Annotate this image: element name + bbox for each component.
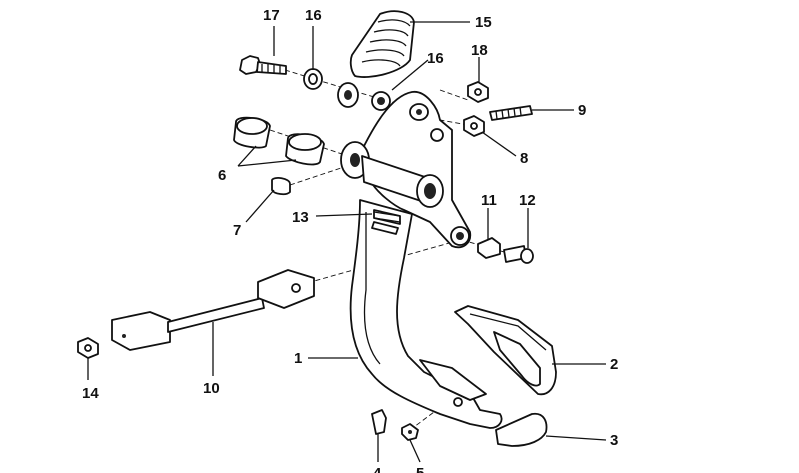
callout-5: 5 (416, 465, 424, 473)
callout-18: 18 (471, 42, 488, 59)
callout-9: 9 (578, 102, 586, 119)
callout-7: 7 (233, 222, 241, 239)
spring-part-15 (337, 10, 415, 108)
callout-6: 6 (218, 167, 226, 184)
bolt-part-4 (371, 409, 387, 435)
callout-8: 8 (520, 150, 528, 167)
nut-part-14 (77, 337, 99, 359)
callout-2: 2 (610, 356, 618, 373)
bushing-part-16-right (371, 91, 391, 111)
push-rod-part-10 (111, 269, 315, 351)
pad-bracket-part-2 (454, 305, 557, 396)
bushing-part-16-left (303, 68, 323, 90)
nut-part-5 (401, 423, 419, 441)
bushing-part-7 (271, 177, 291, 196)
callout-16-right: 16 (427, 50, 444, 67)
callout-12: 12 (519, 192, 536, 209)
callout-16-left: 16 (305, 7, 322, 24)
nut-part-8 (463, 115, 485, 137)
bushings-part-6 (233, 116, 325, 166)
pedal-pad-part-3 (495, 412, 548, 447)
callout-15: 15 (475, 14, 492, 31)
callout-14: 14 (82, 385, 99, 402)
callout-labels: 17 16 15 16 18 9 8 6 7 13 11 12 10 14 1 … (82, 7, 618, 473)
pedal-bracket (340, 91, 472, 249)
callout-4: 4 (373, 465, 382, 473)
nut-part-18 (467, 81, 489, 103)
callout-17: 17 (263, 7, 280, 24)
callout-3: 3 (610, 432, 618, 449)
bolt-part-17 (239, 55, 287, 75)
threaded-pin-part-9 (489, 105, 533, 121)
callout-11: 11 (481, 192, 497, 209)
bushing-part-11 (477, 237, 501, 259)
clip-part-13 (373, 211, 401, 223)
callout-13: 13 (292, 209, 309, 226)
pin-part-12 (503, 245, 534, 264)
leader-lines (87, 21, 607, 463)
callout-10: 10 (203, 380, 220, 397)
callout-1: 1 (294, 350, 302, 367)
